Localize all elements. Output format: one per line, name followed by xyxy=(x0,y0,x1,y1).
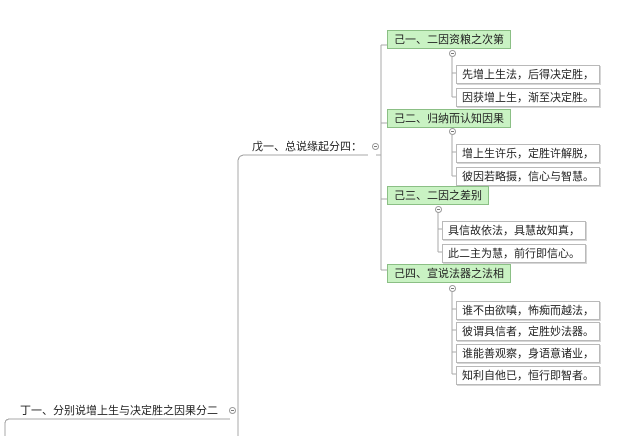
root-node[interactable]: 丁一、分别说增上生与决定胜之因果分二 xyxy=(20,404,218,417)
leaf-node[interactable]: 此二主为慧，前行即信心。 xyxy=(442,244,586,263)
section-node-3[interactable]: 己三、二因之差别 xyxy=(387,186,489,205)
leaf-node[interactable]: 谁不由欲嗔，怖痴而越法， xyxy=(456,301,600,320)
leaf-node[interactable]: 因获增上生，渐至决定胜。 xyxy=(456,88,600,107)
section-4-collapse-icon[interactable] xyxy=(449,285,456,292)
leaf-node[interactable]: 具信故依法，具慧故知真， xyxy=(442,221,586,240)
section-3-collapse-icon[interactable] xyxy=(435,206,442,213)
section-node-2[interactable]: 己二、归纳而认知因果 xyxy=(387,109,511,128)
section-2-collapse-icon[interactable] xyxy=(449,128,456,135)
root-collapse-icon[interactable] xyxy=(229,407,236,414)
leaf-node[interactable]: 增上生许乐，定胜许解脱， xyxy=(456,144,600,163)
leaf-node[interactable]: 先增上生法，后得决定胜， xyxy=(456,65,600,84)
leaf-node[interactable]: 彼因若略摄，信心与智慧。 xyxy=(456,167,600,186)
leaf-node[interactable]: 知利自他已，恒行即智者。 xyxy=(456,366,600,385)
section-node-1[interactable]: 己一、二因资粮之次第 xyxy=(387,30,511,49)
leaf-node[interactable]: 谁能善观察，身语意诸业， xyxy=(456,344,600,363)
leaf-node[interactable]: 彼谓具信者，定胜妙法器。 xyxy=(456,322,600,341)
branch-collapse-icon[interactable] xyxy=(372,143,379,150)
section-node-4[interactable]: 己四、宣说法器之法相 xyxy=(387,264,511,283)
section-1-collapse-icon[interactable] xyxy=(449,50,456,57)
branch-node[interactable]: 戊一、总说缘起分四： xyxy=(252,140,362,153)
